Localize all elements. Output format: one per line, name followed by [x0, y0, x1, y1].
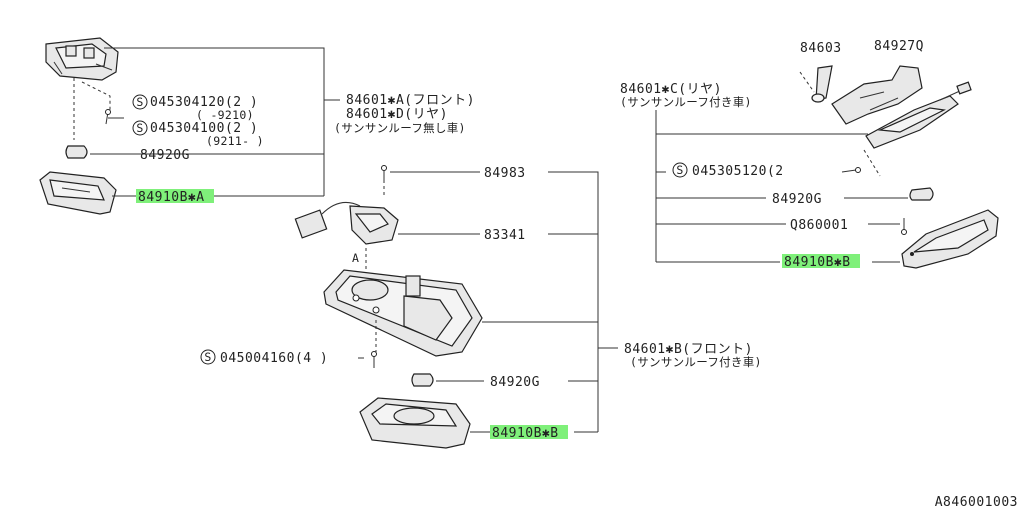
s-circle-icon: S: [132, 94, 148, 110]
bulb-label: 84920G: [772, 192, 822, 207]
assy-code-d: 84601✱D(リヤ): [346, 107, 448, 122]
lens-highlight: [782, 254, 860, 268]
housing-icon: [865, 81, 972, 149]
screw-left-label: 045004160(4 ): [220, 351, 328, 366]
svg-text:S: S: [136, 95, 143, 109]
right-group: 84601✱C(リヤ) (サンサンルーフ付き車) 84603 84927Q: [620, 39, 999, 270]
screw-icon: [381, 165, 387, 180]
lens-label: 84910B✱B: [492, 426, 559, 441]
screw2-range: (9211- ): [206, 134, 264, 148]
clip-label: Q860001: [790, 218, 848, 233]
lens-label: 84910B✱B: [784, 255, 851, 270]
svg-text:S: S: [136, 121, 143, 135]
left-group: S S 045304120(2 ) ( -9210) 045304100(2 )…: [39, 37, 475, 215]
screw-icon: [105, 109, 111, 125]
assy-desc: (サンサンルーフ無し車): [334, 121, 466, 135]
assy-code-a: 84601✱A(フロント): [346, 93, 475, 108]
cap-label: 84603: [800, 41, 842, 56]
harness-icon: [294, 201, 399, 245]
lens-part-icon: [39, 171, 117, 215]
bulb-icon: [65, 145, 88, 159]
screw-icon: [371, 351, 377, 368]
center-group: A: [200, 165, 762, 449]
switch-part-icon: [45, 37, 119, 81]
s-circle-icon: S: [672, 162, 688, 178]
screw-label: 045305120(2: [692, 164, 784, 179]
bulb-icon: [909, 187, 934, 201]
svg-text:S: S: [204, 350, 211, 364]
cap-icon: [811, 65, 833, 103]
diagram-id: A846001003: [935, 495, 1018, 510]
s-circle-icon: S: [200, 349, 216, 365]
housing-icon: [323, 269, 483, 357]
bracket-icon: [831, 65, 923, 125]
clip-icon: [901, 218, 907, 235]
screw-top-label: 84983: [484, 166, 526, 181]
harness-label: 83341: [484, 228, 526, 243]
svg-text:S: S: [676, 163, 683, 177]
lens-highlight: [490, 425, 568, 439]
screw2-code: 045304100(2 ): [150, 121, 258, 136]
assy-code-b: 84601✱B(フロント): [624, 342, 753, 357]
lens-highlight: [136, 189, 214, 203]
assy-code-c: 84601✱C(リヤ): [620, 82, 722, 97]
s-circle-icon: S: [132, 120, 148, 136]
marker-a: A: [352, 251, 359, 265]
bracket-label: 84927Q: [874, 39, 924, 54]
lens-part-icon: [901, 209, 999, 269]
assy-desc: (サンサンルーフ付き車): [620, 95, 752, 109]
lens-label: 84910B✱A: [138, 190, 205, 205]
bulb-label: 84920G: [140, 148, 190, 163]
screw-icon: [841, 167, 861, 173]
lens-part-icon: [359, 397, 471, 449]
assy-desc: (サンサンルーフ付き車): [630, 355, 762, 369]
bulb-label: 84920G: [490, 375, 540, 390]
screw1-code: 045304120(2 ): [150, 95, 258, 110]
bulb-icon: [411, 373, 434, 387]
screw1-range: ( -9210): [196, 108, 254, 122]
